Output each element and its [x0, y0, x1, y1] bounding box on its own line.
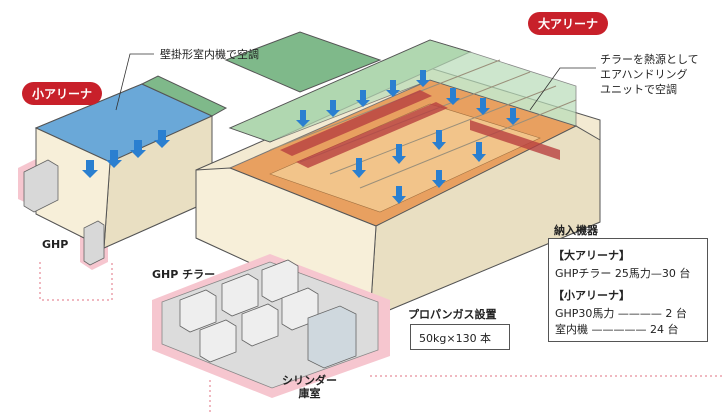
small-arena-building	[34, 75, 228, 249]
small-arena-badge: 小アリーナ	[22, 82, 103, 105]
ghp-chiller-label: GHP チラー	[152, 268, 216, 281]
equipment-large-line: GHPチラー 25馬力—30 台	[555, 267, 691, 280]
ghp-units	[23, 159, 105, 266]
cylinder-label: シリンダー 庫室	[282, 374, 337, 400]
chiller-note-label: チラーを熱源として エアハンドリング ユニットで空調	[600, 53, 699, 96]
chiller-callout-line	[529, 67, 596, 111]
large-arena-badge: 大アリーナ	[528, 12, 609, 35]
wall-unit-callout-line	[115, 53, 154, 111]
small-arena-airflow-arrows	[82, 130, 170, 178]
propane-value-box: 50kg×130 本	[410, 324, 510, 350]
ghp-chiller-units	[179, 259, 357, 369]
equipment-small-heading: 【小アリーナ】	[553, 289, 630, 302]
ghp-label: GHP	[42, 238, 69, 251]
propane-title: プロパンガス設置	[408, 308, 497, 321]
equipment-large-heading: 【大アリーナ】	[553, 249, 630, 262]
equipment-box: 【大アリーナ】 GHPチラー 25馬力—30 台 【小アリーナ】 GHP30馬力…	[548, 238, 708, 342]
equipment-title: 納入機器	[554, 224, 598, 237]
equipment-small-line1: GHP30馬力 ———— 2 台	[555, 307, 687, 320]
propane-value: 50kg×130 本	[419, 332, 492, 345]
leader-lines	[39, 262, 722, 412]
equipment-small-line2: 室内機 ————— 24 台	[555, 323, 679, 336]
large-arena-airflow-arrows	[296, 70, 520, 204]
wall-unit-label: 壁掛形室内機で空調	[160, 48, 259, 61]
